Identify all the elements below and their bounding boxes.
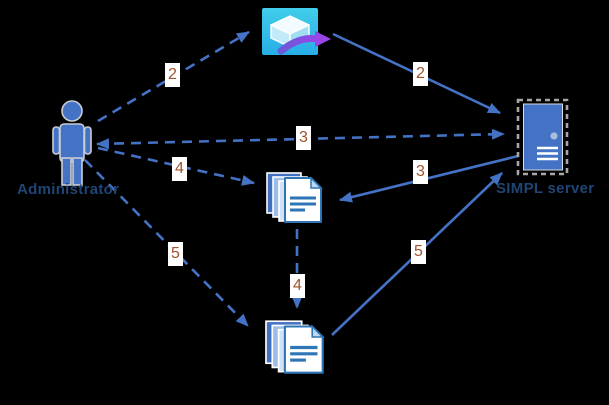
step-label-4-vertical: 4 <box>290 274 305 298</box>
server-icon <box>516 98 569 176</box>
step-label-4-dashed: 4 <box>172 157 187 181</box>
edge-5-admin-to-copy <box>84 159 249 327</box>
edge-3-server-to-documents <box>339 154 519 203</box>
edge-4-admin-to-documents <box>97 146 255 186</box>
administrator-label: Administrator <box>17 181 120 198</box>
step-label-5-solid: 5 <box>411 240 426 264</box>
step-label-5-dashed: 5 <box>168 242 183 266</box>
documents-stack-copy-icon <box>265 320 325 374</box>
purple-arrow-icon <box>277 31 331 55</box>
step-label-3-solid: 3 <box>413 160 428 184</box>
step-label-3-dashed: 3 <box>296 126 311 150</box>
server-label: SIMPL server <box>496 180 595 197</box>
person-icon <box>52 100 92 186</box>
step-label-2-dashed: 2 <box>165 63 180 87</box>
documents-stack-icon <box>266 172 323 223</box>
step-label-2-solid: 2 <box>413 62 428 86</box>
cube-deploy-icon <box>262 8 331 55</box>
